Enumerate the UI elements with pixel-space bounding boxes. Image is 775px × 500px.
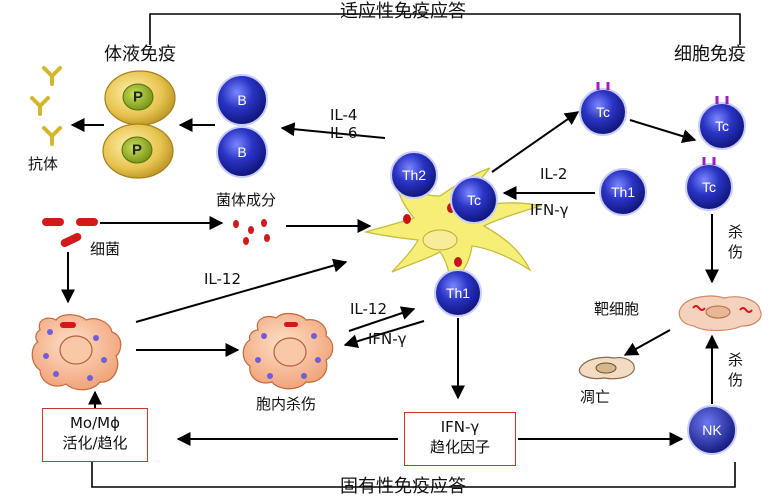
granule-icon [255, 333, 321, 379]
nk-cell-label: NK [702, 422, 722, 438]
receptor-icon [596, 82, 610, 90]
bacteria-icon [284, 322, 298, 327]
b-cell-label: B [237, 92, 247, 108]
intracellular-killing-label: 胞内杀伤 [256, 395, 317, 413]
plasma-cell [104, 70, 176, 126]
il4-label: IL-4 [330, 106, 358, 124]
th1-cell-center [434, 269, 482, 317]
b-cell [216, 126, 268, 178]
arrows [61, 111, 719, 446]
nk-cell [687, 405, 737, 455]
antibody-label: 抗体 [28, 155, 59, 173]
ifn-gamma-feedback-label: IFN-γ [368, 330, 407, 348]
il2-label: IL-2 [540, 165, 568, 183]
target-cell-label: 靶细胞 [594, 300, 640, 318]
innate-bracket [91, 462, 736, 488]
il12-label: IL-12 [204, 270, 242, 288]
plasma-cell-label: P [131, 141, 143, 159]
ifn-box-line2: 趋化因子 [429, 438, 490, 456]
receptor-icon [702, 157, 716, 165]
innate-response-title: 固有性免疫应答 [340, 476, 466, 497]
ifn-gamma-label: IFN-γ [530, 201, 569, 219]
adaptive-response-title: 适应性免疫应答 [340, 1, 466, 22]
bacterial-component-icon [233, 219, 270, 245]
th2-cell [390, 151, 438, 199]
monocyte-macrophage-box: Mo/Mϕ 活化/趋化 [42, 408, 148, 462]
adaptive-bracket [149, 13, 741, 45]
th1-cell-center-label: Th1 [445, 285, 471, 301]
humoral-immunity-title: 体液免疫 [104, 44, 176, 65]
mo-box-line2: 活化/趋化 [62, 434, 128, 452]
b-cell-label: B [237, 144, 247, 160]
th1-cell-right-label: Th1 [610, 184, 636, 200]
plasma-cell-label: P [132, 88, 144, 106]
bacterial-components-label: 菌体成分 [216, 191, 277, 209]
granule-icon [43, 329, 107, 381]
pathogen-icon [739, 307, 753, 313]
tc-cell-top [579, 88, 627, 136]
tc-cell-low-label: Tc [702, 179, 716, 195]
antibody-icon [30, 66, 62, 146]
bacteria-icon [42, 218, 98, 247]
cellular-immunity-title: 细胞免疫 [674, 44, 746, 65]
mo-box-line1: Mo/Mϕ [69, 414, 120, 432]
dendritic-cell [363, 167, 543, 286]
bacteria-label: 细菌 [90, 240, 121, 258]
receptor-icon [715, 96, 729, 104]
b-cell [216, 74, 268, 126]
macrophage-nucleus [59, 335, 93, 365]
tc-cell-mid [698, 102, 746, 150]
bacteria-icon [60, 322, 76, 328]
tc-cell-center [450, 176, 498, 224]
tc-cell-top-label: Tc [596, 104, 610, 120]
th2-cell-label: Th2 [401, 167, 427, 183]
tc-cell-low [685, 163, 733, 211]
il6-label: IL-6 [330, 124, 358, 142]
tc-cell-mid-label: Tc [715, 118, 729, 134]
ifn-chemokine-box: IFN-γ 趋化因子 [404, 412, 516, 466]
apoptosis-label: 凋亡 [580, 388, 611, 406]
target-nucleus [705, 305, 731, 319]
il12-feedback-label: IL-12 [350, 300, 388, 318]
killing-label-bottom: 杀 伤 [728, 351, 744, 389]
apoptotic-nucleus [595, 362, 617, 374]
macrophage-nucleus [273, 337, 307, 367]
dendritic-nucleus [422, 229, 458, 251]
tc-cell-center-label: Tc [467, 192, 481, 208]
plasma-cell [102, 123, 174, 179]
killing-label-top: 杀 伤 [728, 223, 744, 261]
pathogen-icon [692, 305, 706, 311]
th1-cell-right [599, 168, 647, 216]
ifn-box-line1: IFN-γ [440, 418, 480, 436]
